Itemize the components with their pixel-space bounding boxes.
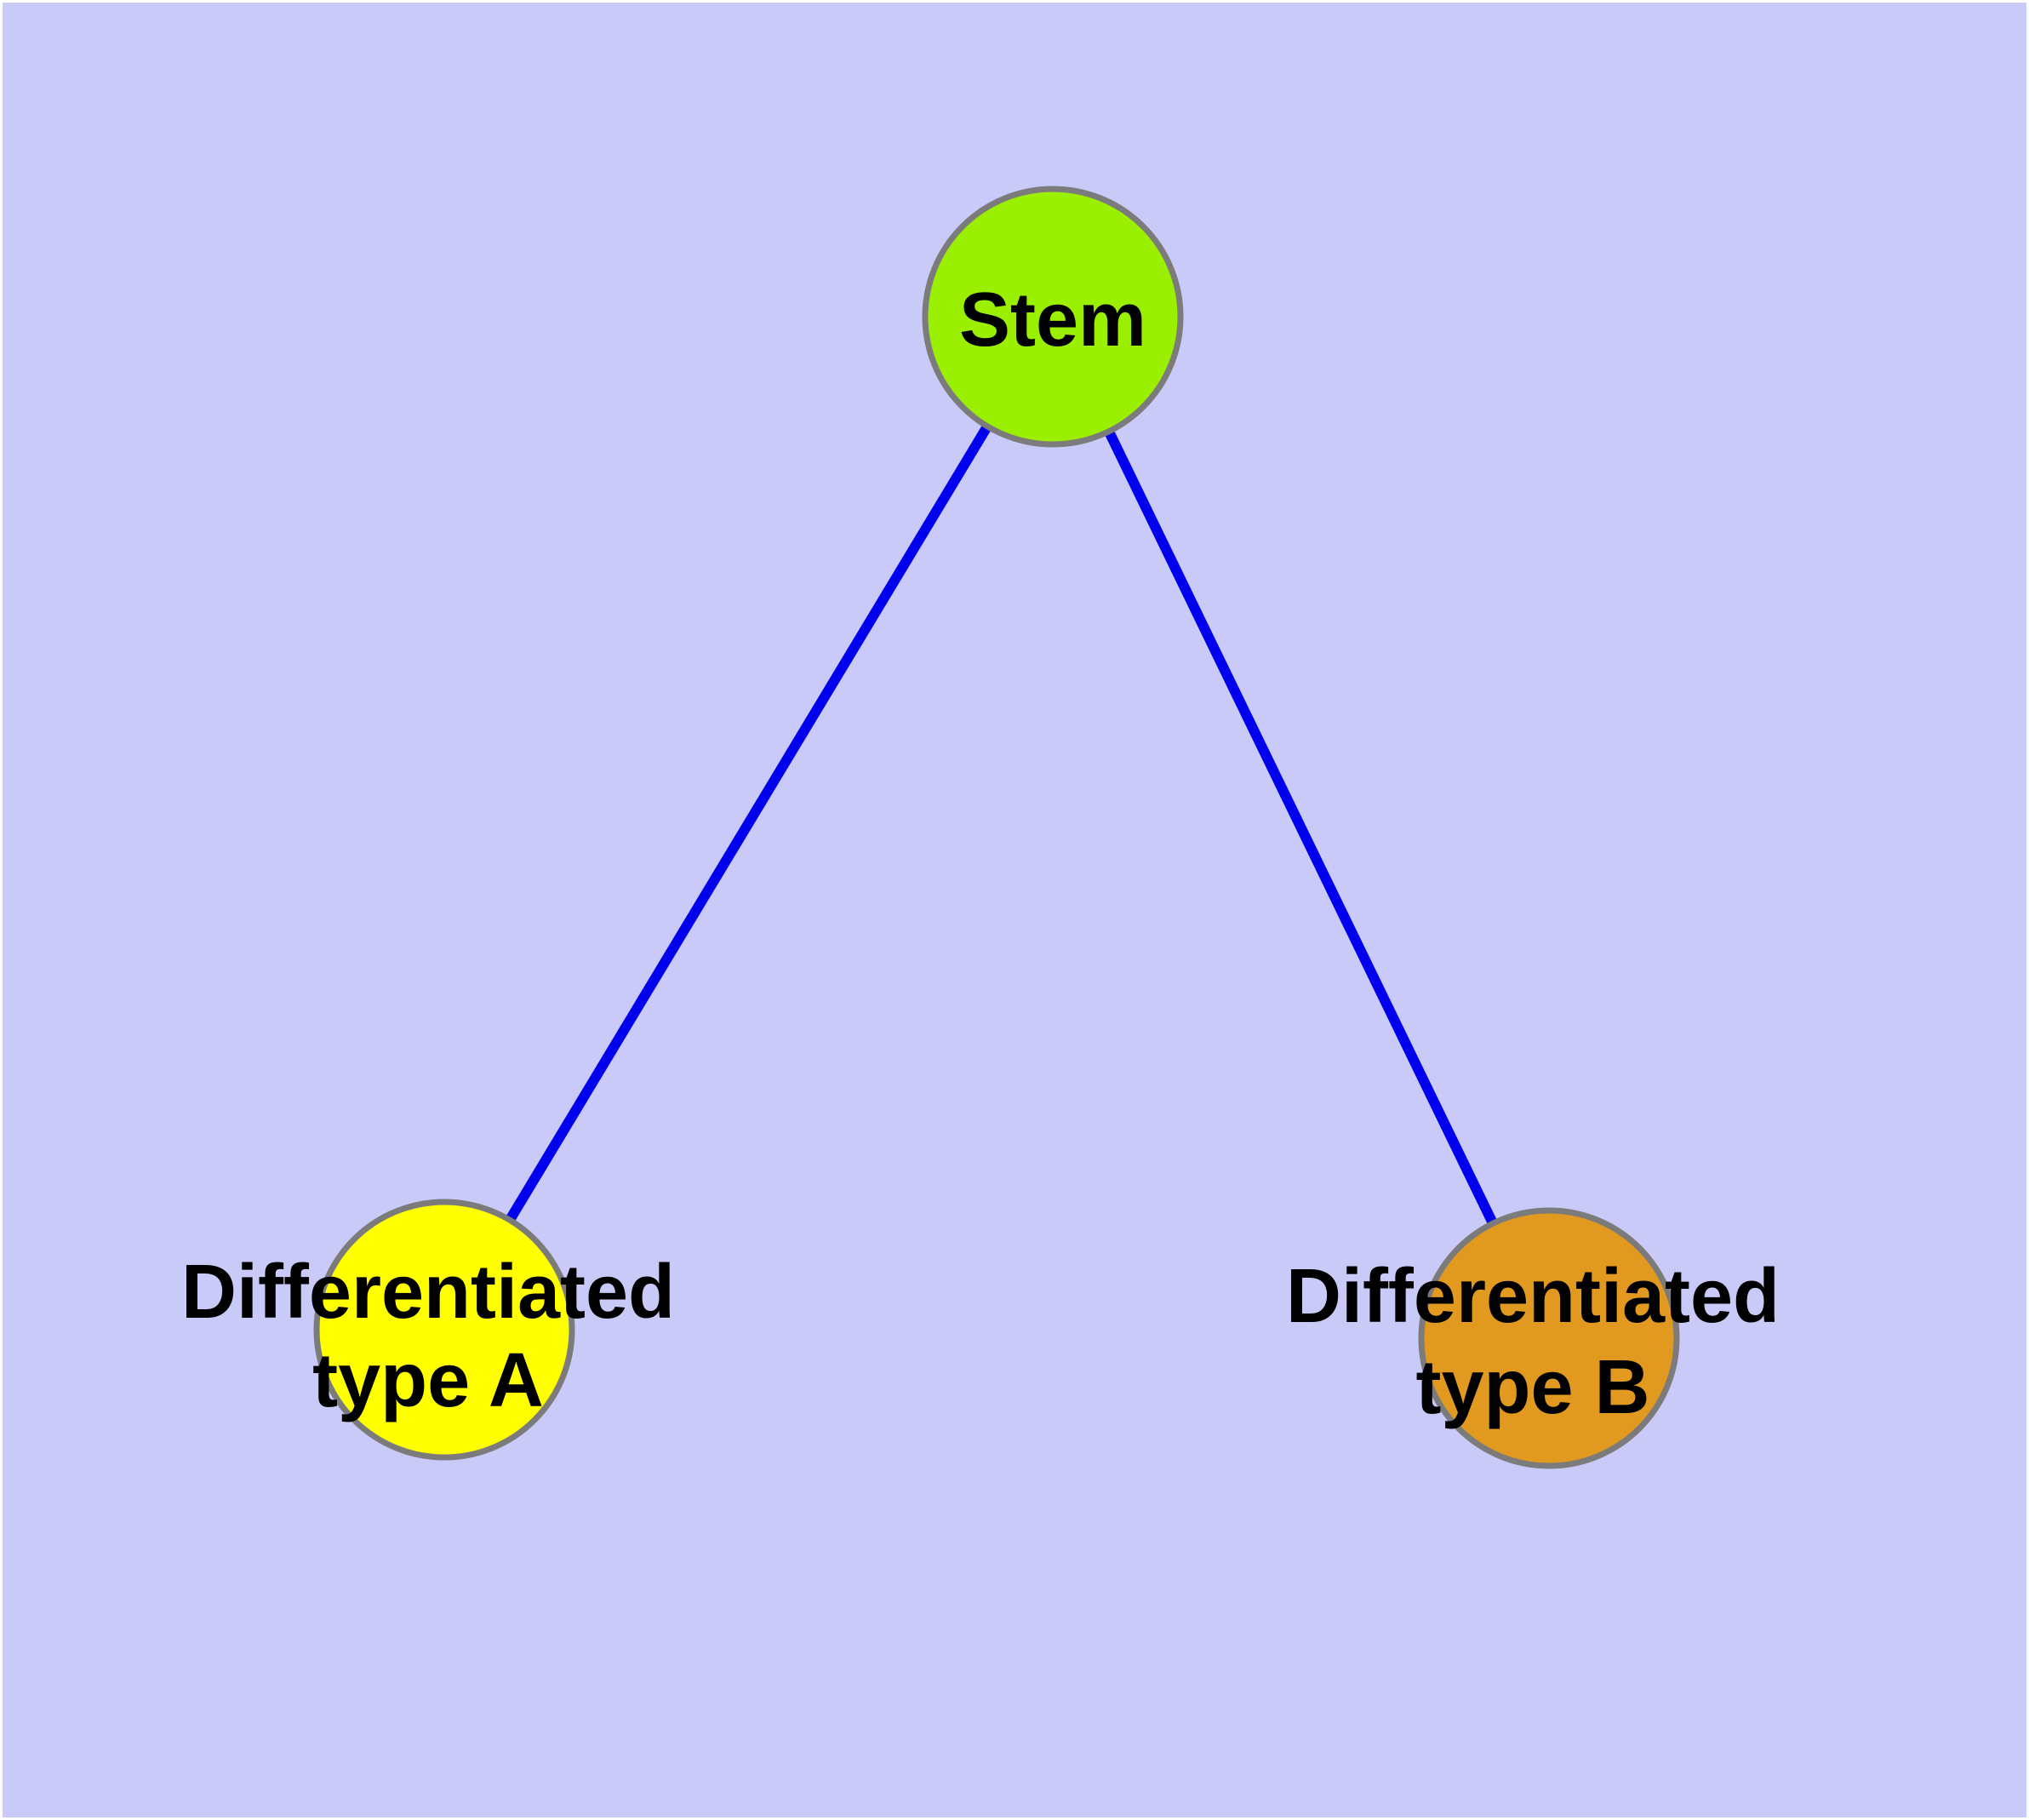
node-differentiated-type-a xyxy=(313,1199,575,1461)
node-differentiated-type-a-label-line2: type A xyxy=(312,1338,544,1423)
node-stem-label: Stem xyxy=(959,278,1146,363)
edge-stem-to-type-b xyxy=(1104,429,1498,1226)
node-differentiated-type-b-label-line2: type B xyxy=(1415,1345,1649,1430)
node-differentiated-type-b xyxy=(1418,1207,1680,1469)
node-differentiated-type-a-label-line1: Differentiated xyxy=(181,1250,675,1335)
edge-stem-to-type-a xyxy=(505,423,992,1223)
node-stem xyxy=(922,186,1184,448)
node-differentiated-type-b-label-line1: Differentiated xyxy=(1286,1254,1780,1339)
